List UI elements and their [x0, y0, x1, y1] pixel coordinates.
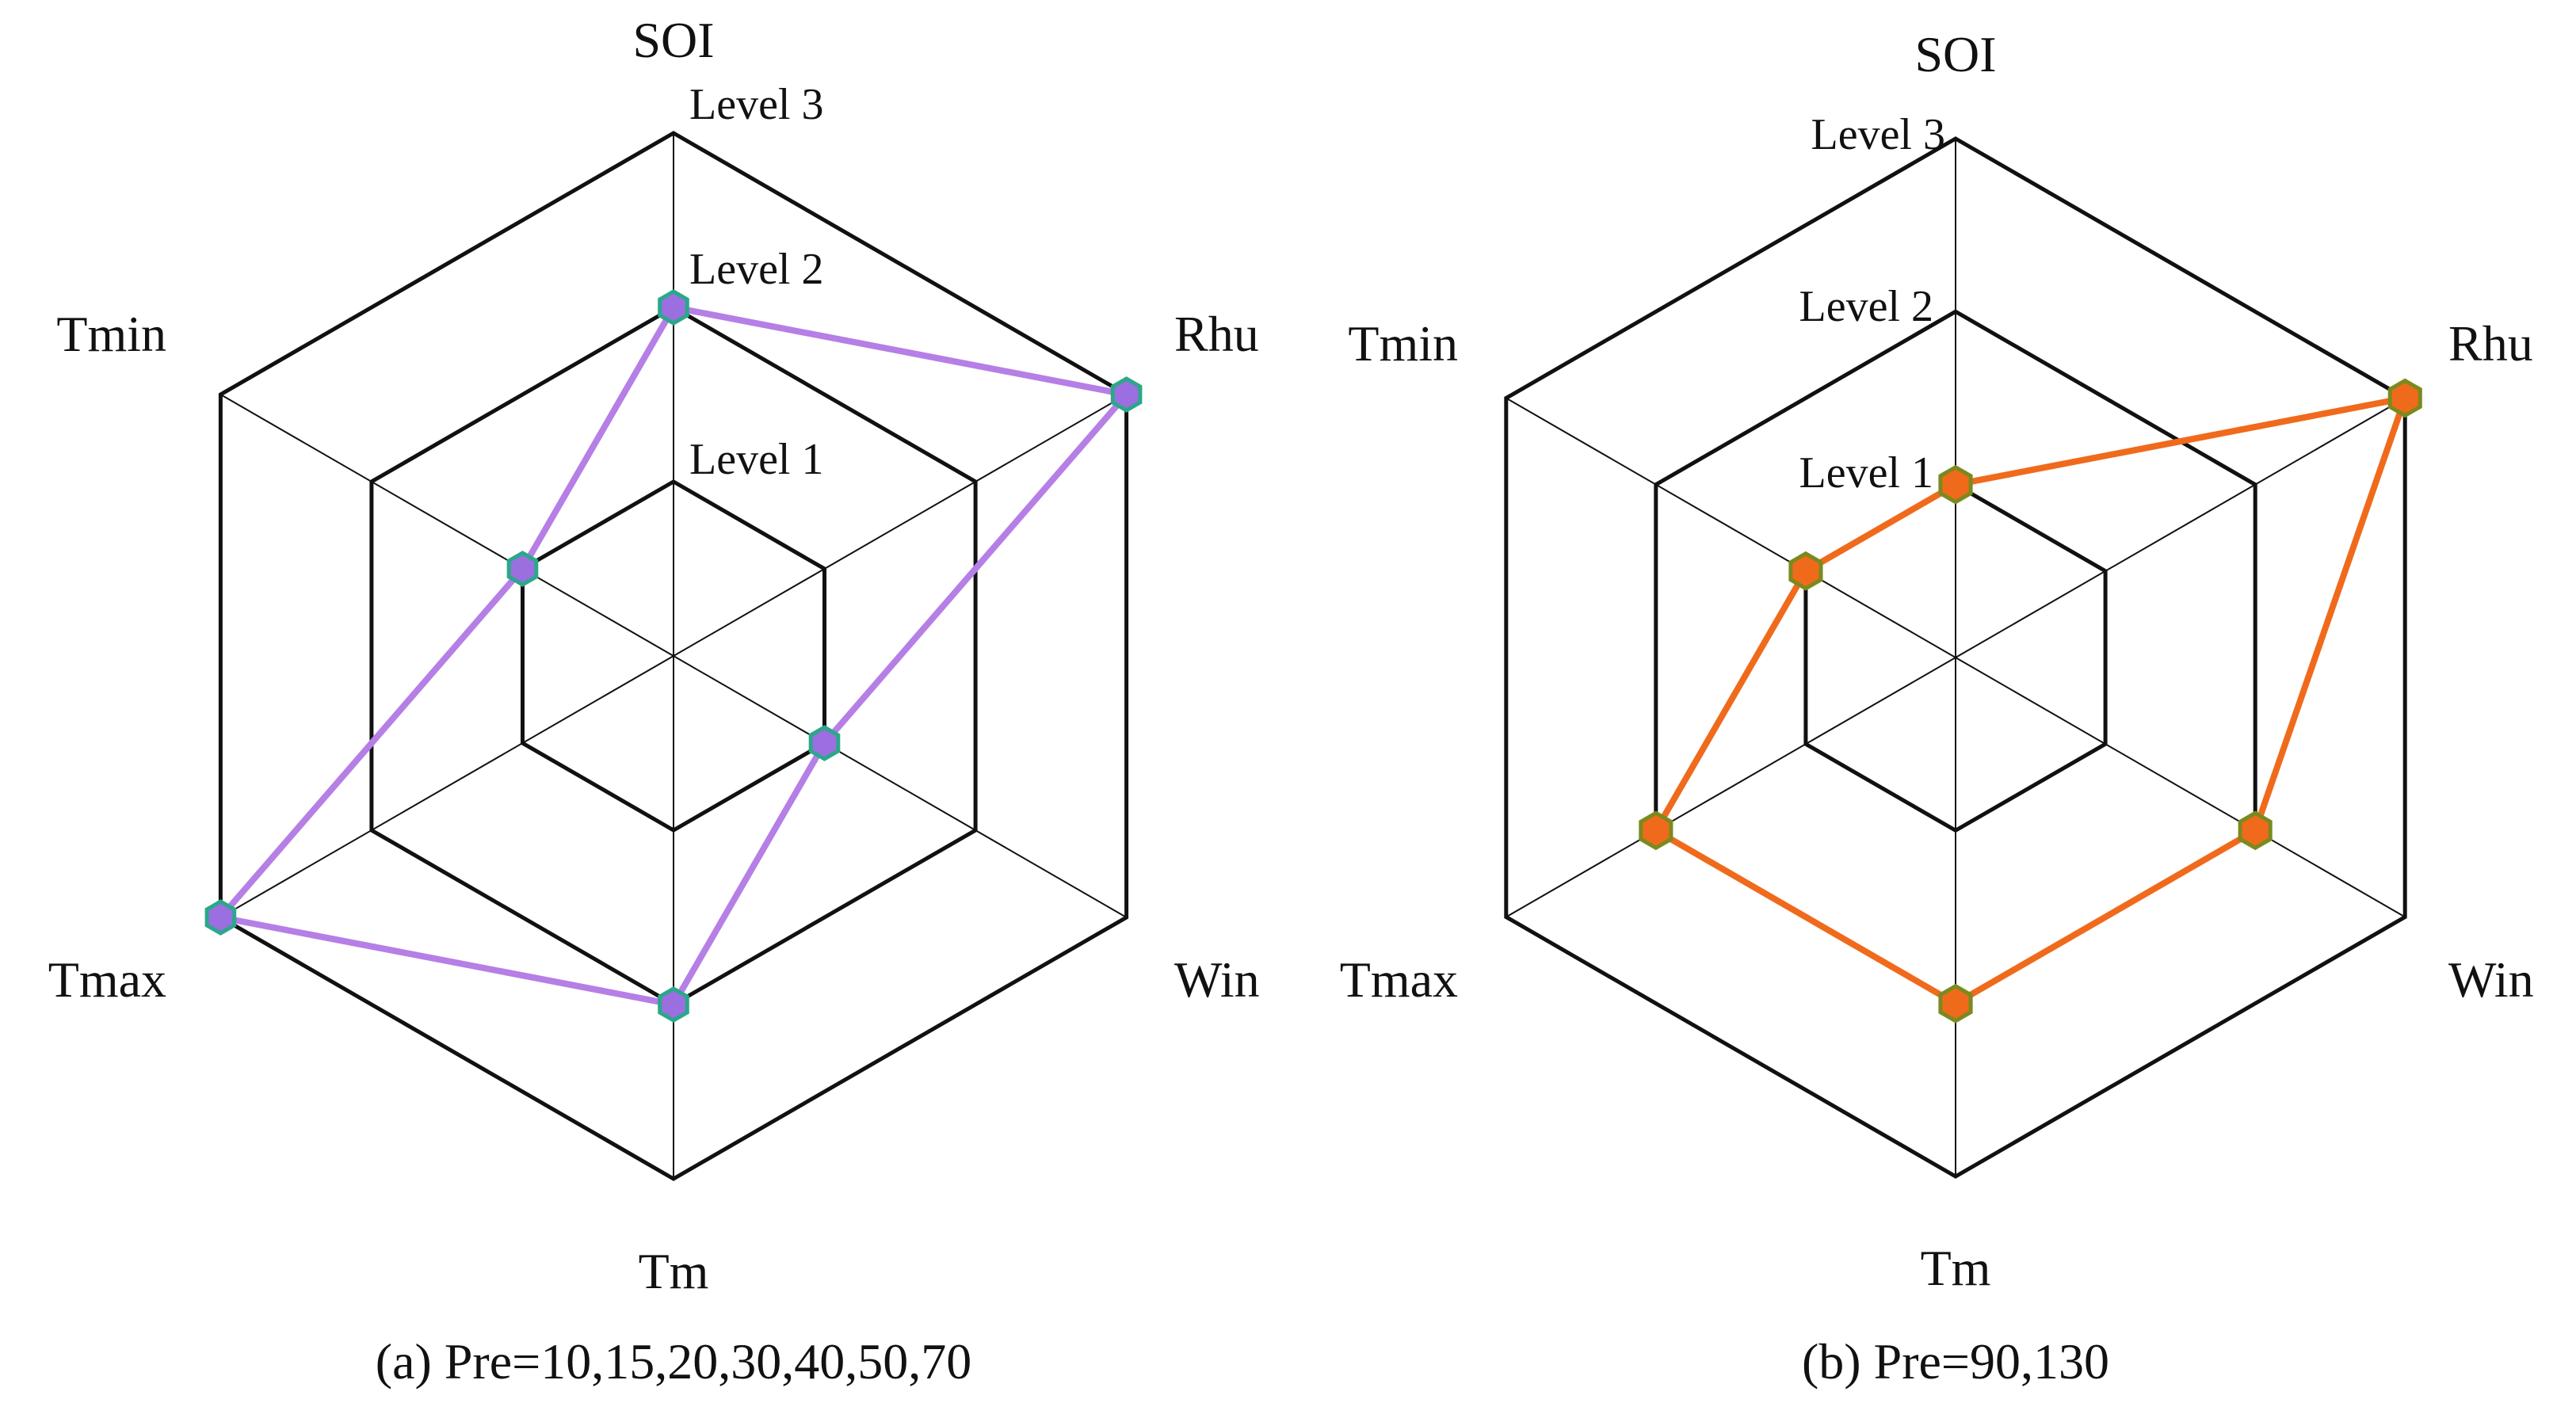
radar-panel-a: Level 3 Level 2 Level 1 SOI Rhu Win Tm T… — [48, 12, 1260, 1390]
axis-label-tmax-a: Tmax — [48, 951, 166, 1008]
level-label-1-a: Level 1 — [689, 435, 823, 484]
data-point-win-b — [2238, 810, 2273, 851]
data-point-tm-a — [658, 986, 689, 1023]
data-point-rhu-b — [2387, 378, 2422, 418]
data-point-tm-b — [1938, 983, 1973, 1024]
radar-spokes-b — [1506, 139, 2406, 1176]
spoke-tmin-a — [219, 394, 674, 657]
caption-a: (a) Pre=10,15,20,30,40,50,70 — [376, 1333, 971, 1390]
radar-panel-b: Level 3 Level 2 Level 1 SOI Rhu Win Tm T… — [1340, 26, 2534, 1390]
data-point-tmin-a — [506, 551, 539, 587]
radar-markers-b — [1639, 378, 2422, 1024]
axis-label-tmin-b: Tmin — [1348, 315, 1458, 372]
level-label-3-a: Level 3 — [689, 80, 823, 129]
radar-markers-a — [204, 289, 1143, 1023]
axis-label-win-b: Win — [2448, 951, 2534, 1008]
level-label-1-b: Level 1 — [1799, 448, 1933, 498]
axis-label-win-a: Win — [1174, 951, 1260, 1008]
level-label-2-b: Level 2 — [1799, 282, 1933, 331]
axis-label-tm-a: Tm — [639, 1243, 709, 1299]
level-label-2-a: Level 2 — [689, 245, 823, 294]
radar-spokes-a — [219, 133, 1128, 1179]
spoke-rhu-b — [1955, 397, 2406, 658]
axis-label-tmin-a: Tmin — [56, 306, 166, 362]
caption-b: (b) Pre=90,130 — [1802, 1333, 2109, 1390]
level-label-3-b: Level 3 — [1811, 110, 1945, 159]
spoke-tmax-a — [219, 655, 674, 918]
data-point-tmin-b — [1788, 551, 1823, 591]
spoke-tmin-b — [1506, 397, 1956, 658]
data-point-tmax-b — [1639, 810, 1673, 851]
data-point-soi-b — [1938, 464, 1973, 505]
data-point-win-a — [808, 725, 841, 761]
axis-label-tmax-b: Tmax — [1340, 951, 1458, 1008]
spoke-tmax-b — [1506, 657, 1956, 918]
axis-label-soi-b: SOI — [1914, 26, 1996, 82]
spoke-rhu-a — [673, 394, 1128, 657]
data-point-tmax-a — [204, 899, 237, 936]
axis-label-tm-b: Tm — [1921, 1240, 1991, 1296]
axis-label-rhu-b: Rhu — [2448, 315, 2533, 372]
data-point-soi-a — [658, 289, 689, 326]
axis-label-rhu-a: Rhu — [1174, 306, 1259, 362]
spoke-win-a — [673, 655, 1128, 918]
data-point-rhu-a — [1110, 376, 1143, 413]
axis-label-soi-a: SOI — [632, 12, 714, 68]
spoke-win-b — [1955, 657, 2406, 918]
